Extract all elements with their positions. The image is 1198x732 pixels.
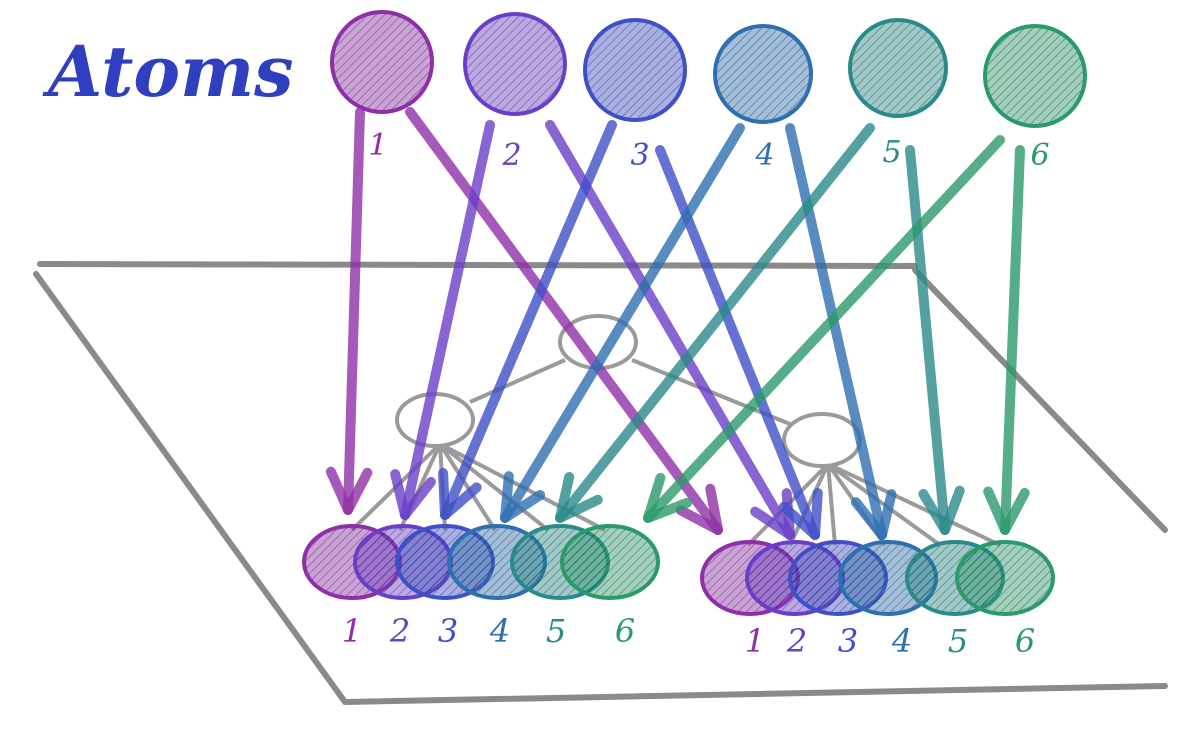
atom-5-outline (848, 18, 948, 118)
atom-3-hatch (585, 20, 685, 120)
right-leaf-6-outline (955, 540, 1055, 616)
right-leaf-6-hatch (957, 542, 1053, 614)
arrow-atom-5-right (905, 145, 965, 535)
arrow-atom-1-left (325, 107, 373, 515)
atom-1: 1 (330, 10, 434, 163)
atom-5: 5 (848, 18, 948, 170)
tree-edge (438, 442, 497, 532)
atom-1-label: 1 (368, 128, 387, 163)
arrow-atom-4-right-shaft (785, 123, 887, 540)
plane-left-edge (33, 271, 348, 705)
arrow-atom-1-left-shaft (343, 107, 365, 515)
atom-1-hatch (332, 12, 432, 112)
plane-top-edge (37, 261, 918, 269)
atom-4: 4 (713, 24, 813, 173)
atom-2-hatch (465, 14, 565, 114)
atom-4-outline (713, 24, 813, 124)
arrow-atom-1-right (405, 107, 723, 535)
arrow-atom-3-left-shaft (440, 120, 617, 520)
tree-edge (826, 463, 837, 546)
diagram-title: Atoms (42, 30, 294, 113)
arrow-atom-1-left-head (325, 466, 373, 515)
atom-6-label: 6 (1030, 138, 1049, 173)
left-leaf-6 (560, 524, 660, 600)
arrow-atom-2-right-shaft (545, 120, 795, 540)
arrow-atom-6-left (643, 135, 1005, 523)
arrow-atom-5-right-shaft (905, 145, 950, 535)
arrow-atom-6-left-shaft (643, 135, 1005, 523)
atom-6: 6 (983, 24, 1087, 173)
atom-3-outline (583, 18, 687, 122)
right-leaf-label-2: 2 (786, 622, 807, 660)
arrow-atom-5-left-head (555, 472, 603, 523)
plane-right-edge (912, 267, 1168, 533)
arrow-atom-4-left (500, 123, 745, 523)
left-leaf-6-outline (560, 524, 660, 600)
arrow-atom-2-left-head (390, 469, 436, 520)
atom-5-hatch (850, 20, 946, 116)
atom-1-outline (330, 10, 434, 114)
atom-5-label: 5 (882, 135, 901, 170)
right-leaf-label-5: 5 (948, 622, 968, 660)
tree-edge (827, 462, 1001, 547)
arrow-atom-5-left (555, 123, 875, 523)
atom-6-hatch (985, 26, 1085, 126)
right-leaf-label-6: 6 (1015, 622, 1035, 660)
arrow-atom-3-right-head (778, 488, 823, 540)
atom-2-label: 2 (501, 138, 521, 173)
arrow-atom-6-left-head (643, 472, 693, 523)
arrow-atom-6-right (983, 145, 1030, 535)
atom-4-label: 4 (754, 138, 774, 173)
left-leaf-label-3: 3 (438, 612, 458, 650)
arrow-atom-1-right-shaft (405, 107, 723, 535)
arrow-atom-3-left (438, 120, 617, 520)
atom-6-outline (983, 24, 1087, 128)
arrow-atom-1-right-head (675, 483, 723, 535)
arrow-atom-4-left-shaft (500, 123, 745, 523)
left-leaf-label-2: 2 (389, 612, 410, 650)
top-atoms: 1 2 3 4 5 6 (330, 10, 1087, 173)
arrow-atom-2-left-shaft (400, 120, 495, 520)
left-leaf-label-4: 4 (489, 612, 510, 650)
tree-node (782, 412, 862, 468)
arrow-atom-6-right-shaft (1000, 145, 1025, 535)
arrow-atom-4-left-head (500, 471, 546, 523)
right-leaf-label-3: 3 (838, 622, 858, 660)
tree-edge (438, 442, 550, 532)
left-leaf-6-hatch (562, 526, 658, 598)
arrow-atom-3-left-head (438, 468, 482, 520)
right-leaf-6 (955, 540, 1055, 616)
left-leaf-label-6: 6 (615, 612, 635, 650)
left-leaf-label-5: 5 (546, 612, 566, 650)
left-leaf-label-1: 1 (342, 612, 362, 650)
atom-2: 2 (463, 12, 567, 173)
arrow-atom-4-right-head (850, 489, 897, 540)
arrow-atom-5-right-head (918, 485, 965, 535)
atom-3-label: 3 (630, 138, 649, 173)
arrow-atom-5-left-shaft (555, 123, 875, 523)
right-leaf-label-1: 1 (745, 622, 765, 660)
right-leaf-label-4: 4 (891, 622, 912, 660)
tree-node (395, 392, 475, 448)
arrow-atom-4-right (785, 123, 897, 540)
atom-2-outline (463, 12, 567, 116)
arrow-atom-2-left (390, 120, 495, 520)
atom-3: 3 (583, 18, 687, 173)
arrow-atom-6-right-head (983, 486, 1030, 535)
plane-bottom-edge (342, 683, 1168, 705)
plane (33, 261, 1168, 705)
tree-edge (788, 463, 830, 546)
atom-4-hatch (715, 26, 811, 122)
arrows (325, 107, 1030, 540)
tree-edge (469, 358, 566, 404)
